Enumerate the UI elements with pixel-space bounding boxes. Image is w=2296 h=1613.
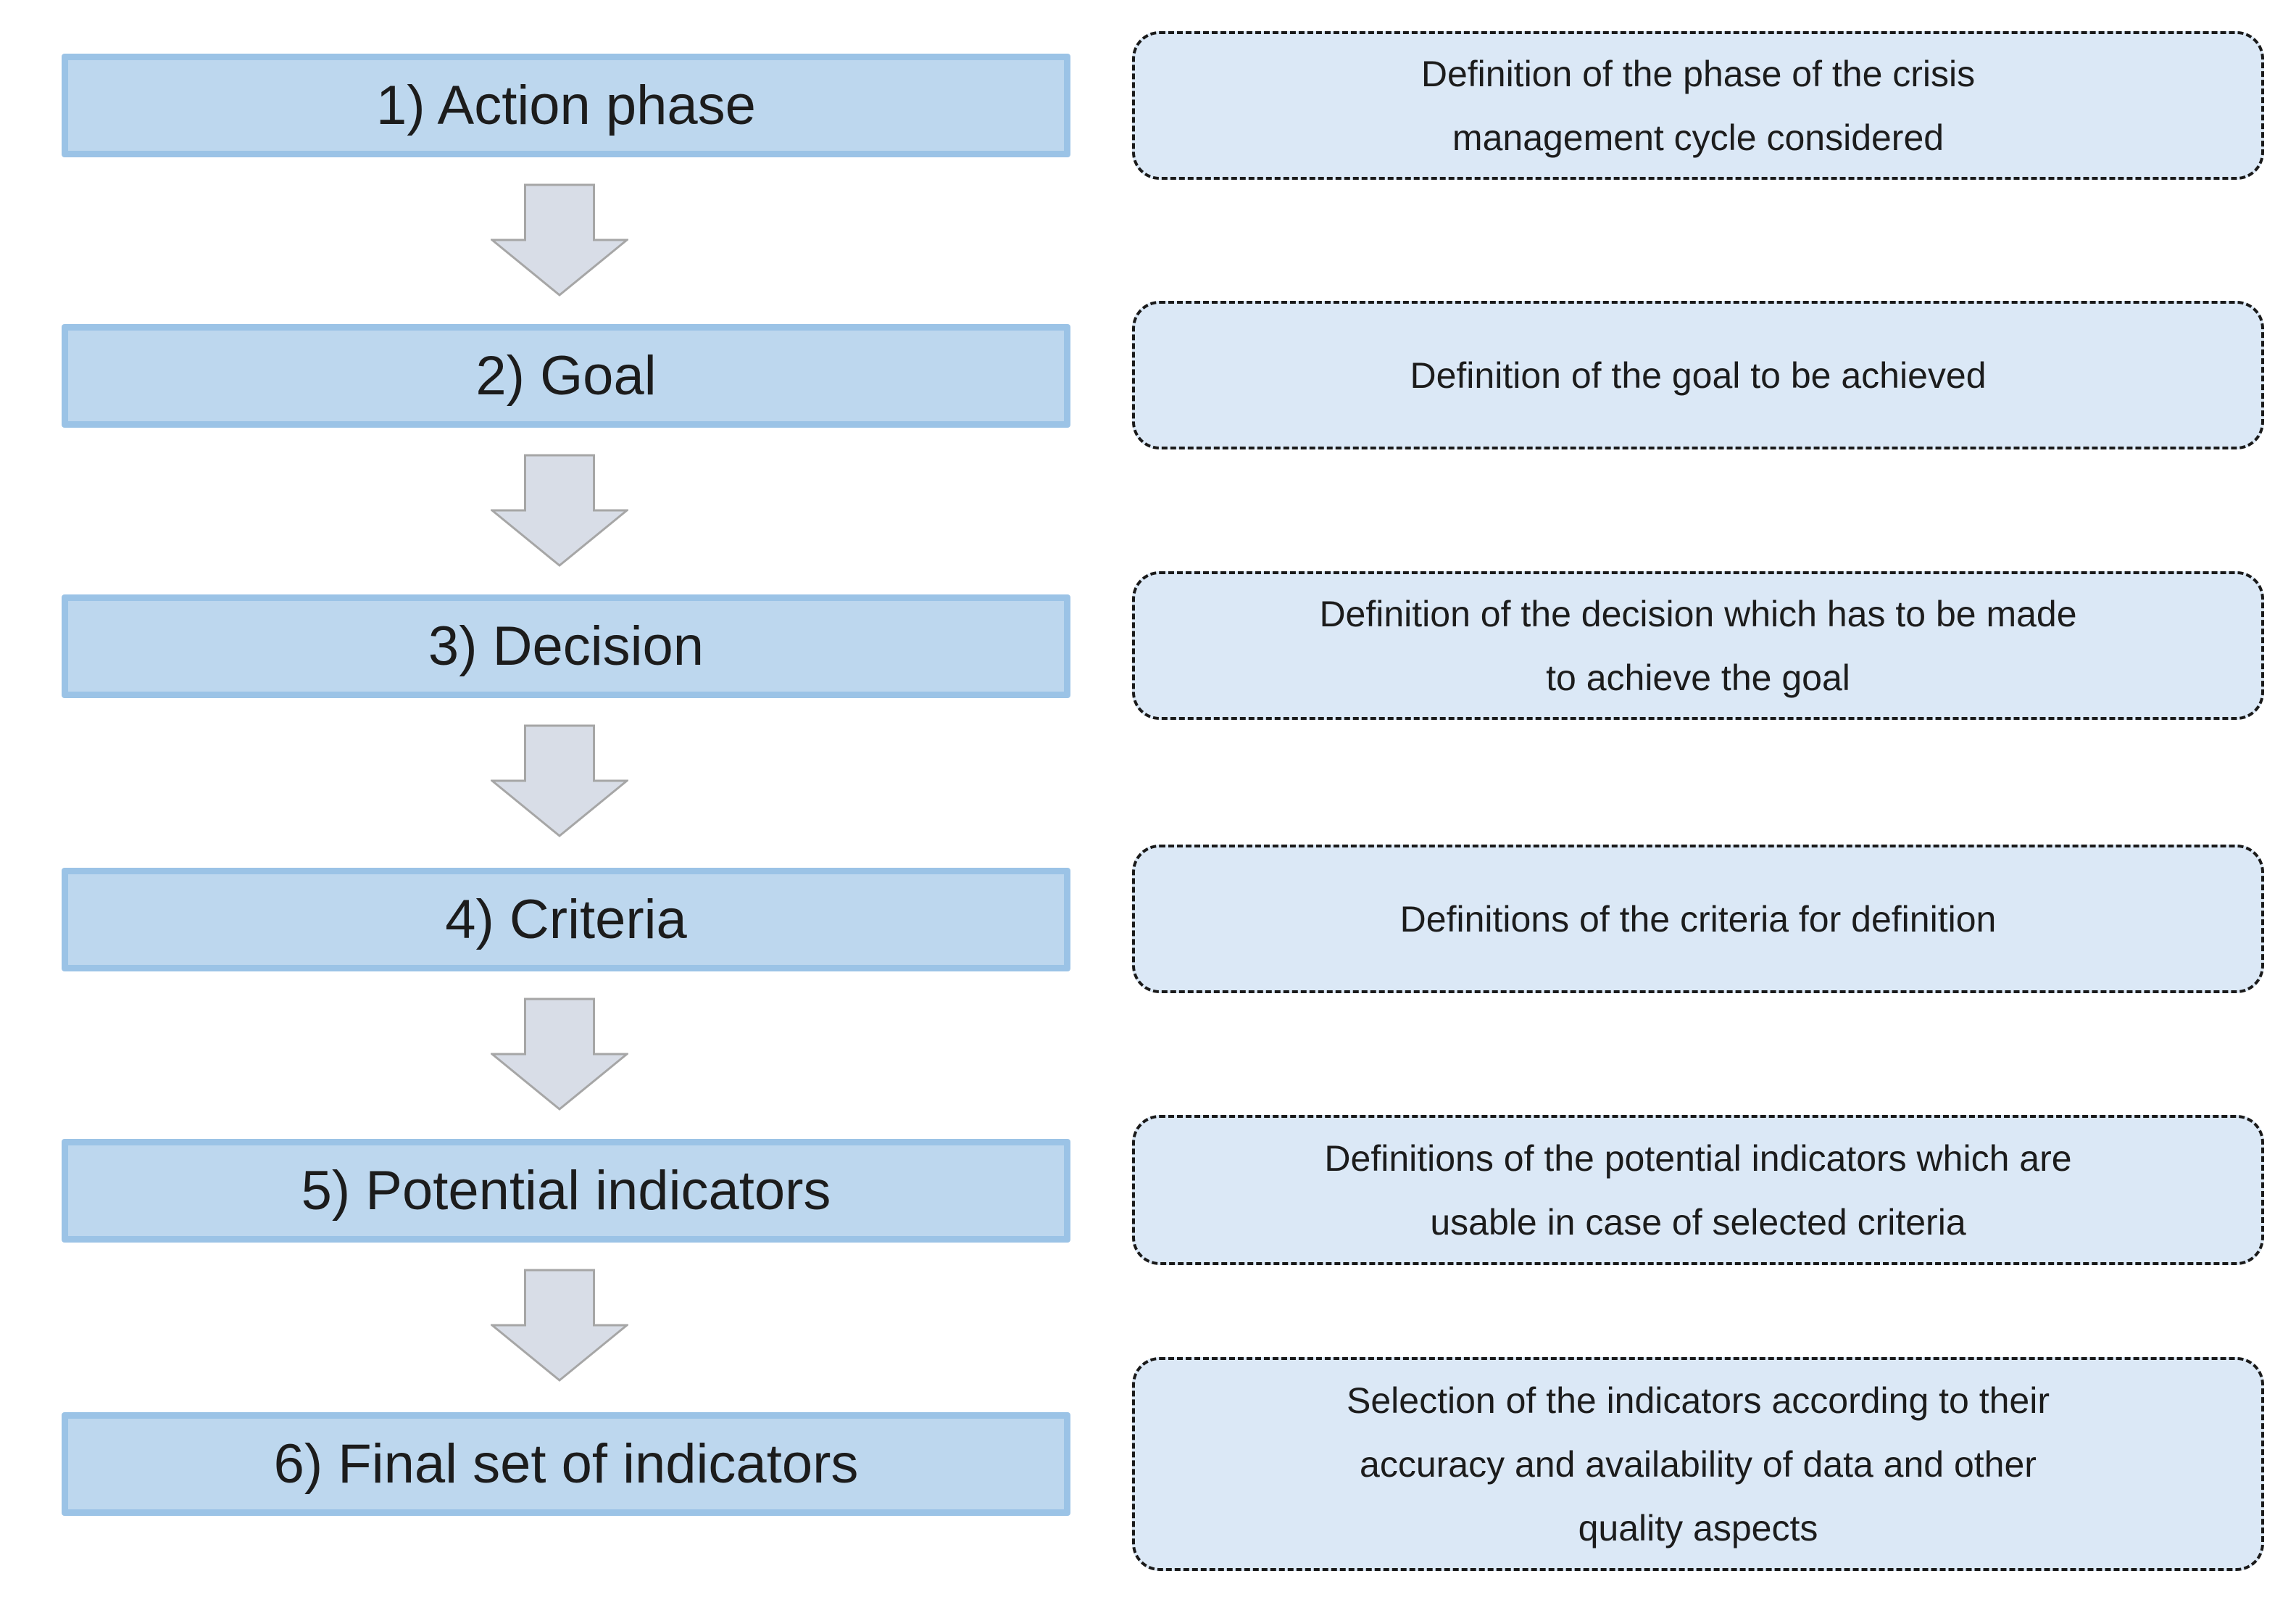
down-arrow-icon [491, 183, 628, 297]
down-arrow-icon [491, 998, 628, 1111]
desc-line: Definition of the phase of the crisis [1421, 53, 1976, 94]
desc-line: accuracy and availability of data and ot… [1360, 1443, 2037, 1485]
desc-box-4: Definitions of the criteria for definiti… [1132, 845, 2264, 993]
step-label-5: 5) Potential indicators [301, 1159, 831, 1222]
desc-line: Selection of the indicators according to… [1347, 1380, 2050, 1421]
step-label-1: 1) Action phase [376, 74, 756, 136]
desc-line: Definition of the goal to be achieved [1410, 354, 1987, 396]
down-arrow-icon [491, 1269, 628, 1382]
step-box-4: 4) Criteria [62, 868, 1070, 971]
desc-box-2: Definition of the goal to be achieved [1132, 301, 2264, 449]
step-label-6: 6) Final set of indicators [273, 1432, 859, 1495]
step-label-4: 4) Criteria [445, 888, 687, 950]
desc-box-5: Definitions of the potential indicators … [1132, 1115, 2264, 1265]
step-label-3: 3) Decision [428, 615, 704, 677]
step-label-2: 2) Goal [475, 344, 657, 407]
down-arrow-icon [491, 724, 628, 837]
desc-box-1: Definition of the phase of the crisis ma… [1132, 31, 2264, 180]
desc-box-6: Selection of the indicators according to… [1132, 1357, 2264, 1571]
desc-line: usable in case of selected criteria [1430, 1201, 1966, 1243]
desc-line: Definition of the decision which has to … [1319, 593, 2077, 634]
step-box-1: 1) Action phase [62, 54, 1070, 157]
desc-line: management cycle considered [1452, 117, 1944, 158]
step-box-2: 2) Goal [62, 324, 1070, 428]
desc-line: Definitions of the potential indicators … [1324, 1137, 2072, 1179]
desc-box-3: Definition of the decision which has to … [1132, 571, 2264, 720]
desc-line: Definitions of the criteria for definiti… [1399, 898, 1997, 940]
step-box-3: 3) Decision [62, 594, 1070, 698]
desc-line: to achieve the goal [1546, 657, 1850, 698]
step-box-5: 5) Potential indicators [62, 1139, 1070, 1243]
down-arrow-icon [491, 454, 628, 567]
step-box-6: 6) Final set of indicators [62, 1412, 1070, 1516]
desc-line: quality aspects [1578, 1507, 1818, 1548]
